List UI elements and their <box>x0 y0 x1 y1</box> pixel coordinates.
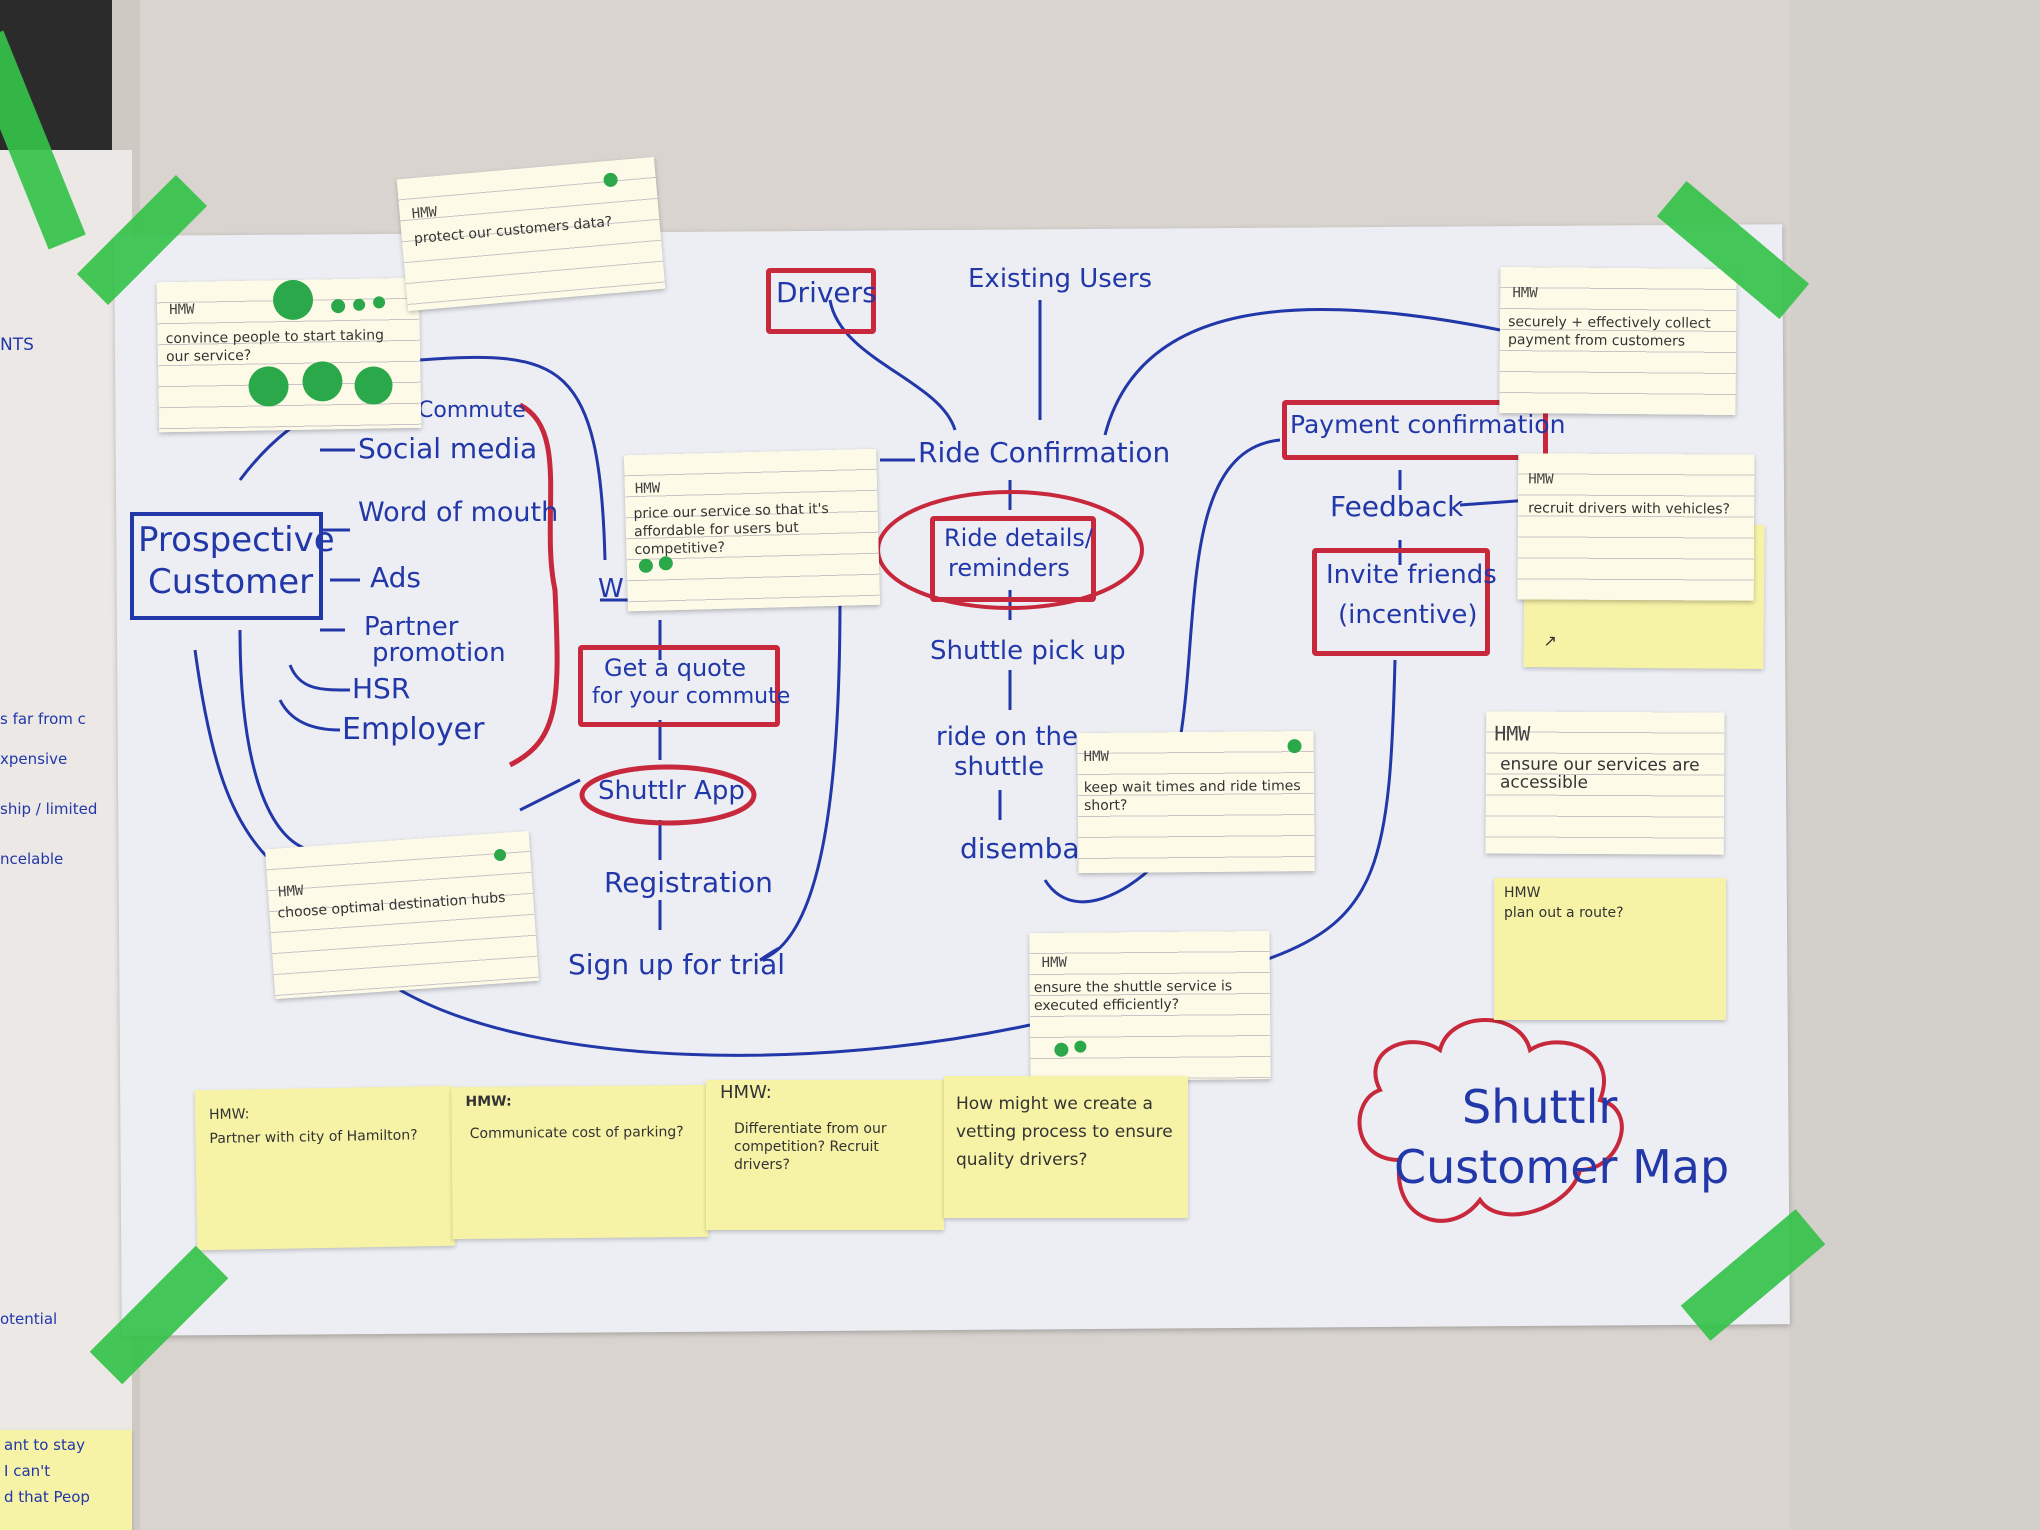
existing-users-label: Existing Users <box>968 264 1153 294</box>
feedback-label: Feedback <box>1330 490 1464 523</box>
vote-dot <box>638 558 654 573</box>
invite-friends-label-1: Invite friends <box>1326 560 1497 590</box>
payment-confirmation-box <box>1282 400 1548 460</box>
prospective-customer-label-1: Prospective <box>138 520 335 560</box>
map-title-line-2: Customer Map <box>1394 1140 1730 1194</box>
left-fragment: xpensive <box>0 750 68 768</box>
hmw-card-wait-times: HMW keep wait times and ride times short… <box>1077 730 1315 874</box>
ride-details-label-2: reminders <box>948 554 1070 582</box>
vote-dot <box>302 361 343 402</box>
hmw-card-destination-hubs: HMW choose optimal destination hubs <box>265 830 539 1000</box>
w-fragment: W <box>598 574 624 604</box>
hmw-card-protect-data: HMW protect our customers data? <box>396 157 666 311</box>
channel-hsr: HSR <box>352 672 411 705</box>
hmw-card-accessible: HMW ensure our services are accessible <box>1485 711 1725 855</box>
invite-friends-label-2: (incentive) <box>1338 600 1478 630</box>
prospective-customer-label-2: Customer <box>148 562 314 602</box>
vote-dot <box>354 366 393 405</box>
sticky-partner-hamilton: HMW: Partner with city of Hamilton? <box>194 1085 456 1251</box>
sign-up-for-trial-label: Sign up for trial <box>568 948 785 981</box>
left-fragment: ncelable <box>0 850 64 868</box>
left-fragment: NTS <box>0 335 34 355</box>
ride-details-box <box>930 516 1096 602</box>
invite-friends-box <box>1312 548 1490 656</box>
drivers-label: Drivers <box>776 276 877 309</box>
channel-employer: Employer <box>342 712 485 747</box>
drivers-box <box>766 268 876 334</box>
sticky-vetting-process: How might we create a vetting process to… <box>944 1076 1188 1218</box>
vote-dot <box>658 556 674 571</box>
hmw-card-efficiency: HMW ensure the shuttle service is execut… <box>1029 930 1271 1082</box>
vote-dot <box>1054 1042 1069 1057</box>
sticky-differentiate: HMW: Differentiate from our competition?… <box>706 1080 944 1230</box>
shuttle-pick-up-label: Shuttle pick up <box>930 636 1126 666</box>
get-a-quote-label-1: Get a quote <box>604 654 747 682</box>
ride-on-shuttle-label-1: ride on the <box>936 722 1078 752</box>
left-paper-sheet: NTS s far from c xpensive ship / limited… <box>0 150 132 1530</box>
vote-dot <box>353 298 366 311</box>
sticky-cost-parking: HMW: Communicate cost of parking? <box>451 1084 709 1240</box>
registration-label: Registration <box>604 866 773 899</box>
channel-ads: Ads <box>370 561 422 594</box>
left-fragment: s far from c <box>0 710 86 728</box>
shuttlr-app-label: Shuttlr App <box>598 776 745 806</box>
hmw-card-collect-payment: HMW securely + effectively collect payme… <box>1499 266 1737 416</box>
channel-promotion: promotion <box>372 638 506 668</box>
wall-right <box>1790 0 2040 1530</box>
vote-dot <box>1287 739 1302 754</box>
get-a-quote-label-2: for your commute <box>592 684 791 709</box>
vote-dot <box>493 848 507 862</box>
payment-confirmation-label: Payment confirmation <box>1290 410 1566 439</box>
channel-partner: Partner <box>364 612 459 642</box>
prospective-customer-box <box>130 512 323 620</box>
sticky-plan-route: HMW plan out a route? <box>1494 878 1726 1020</box>
left-fragment: otential <box>0 1310 58 1328</box>
vote-dot <box>272 279 314 321</box>
map-title-line-1: Shuttlr <box>1462 1080 1618 1134</box>
ride-details-label-1: Ride details/ <box>944 524 1094 552</box>
channel-commute: Commute <box>418 398 526 423</box>
vote-dot <box>331 299 346 314</box>
left-fragment: ship / limited <box>0 800 98 818</box>
vote-dot <box>248 366 289 407</box>
get-a-quote-box <box>578 645 780 727</box>
hmw-card-recruit-drivers: HMW recruit drivers with vehicles? <box>1517 453 1755 601</box>
hmw-card-convince: HMW convince people to start taking our … <box>156 277 422 433</box>
vote-dot <box>372 296 386 309</box>
vote-dot <box>1074 1040 1087 1053</box>
hmw-card-price-service: HMW price our service so that it's affor… <box>624 448 880 612</box>
ride-on-shuttle-label-2: shuttle <box>954 752 1045 782</box>
channel-social-media: Social media <box>358 432 538 465</box>
left-sticky: ant to stay I can't d that Peop <box>0 1430 132 1530</box>
ride-confirmation-label: Ride Confirmation <box>918 436 1171 469</box>
vote-dot <box>603 172 619 188</box>
channel-word-of-mouth: Word of mouth <box>358 497 559 528</box>
